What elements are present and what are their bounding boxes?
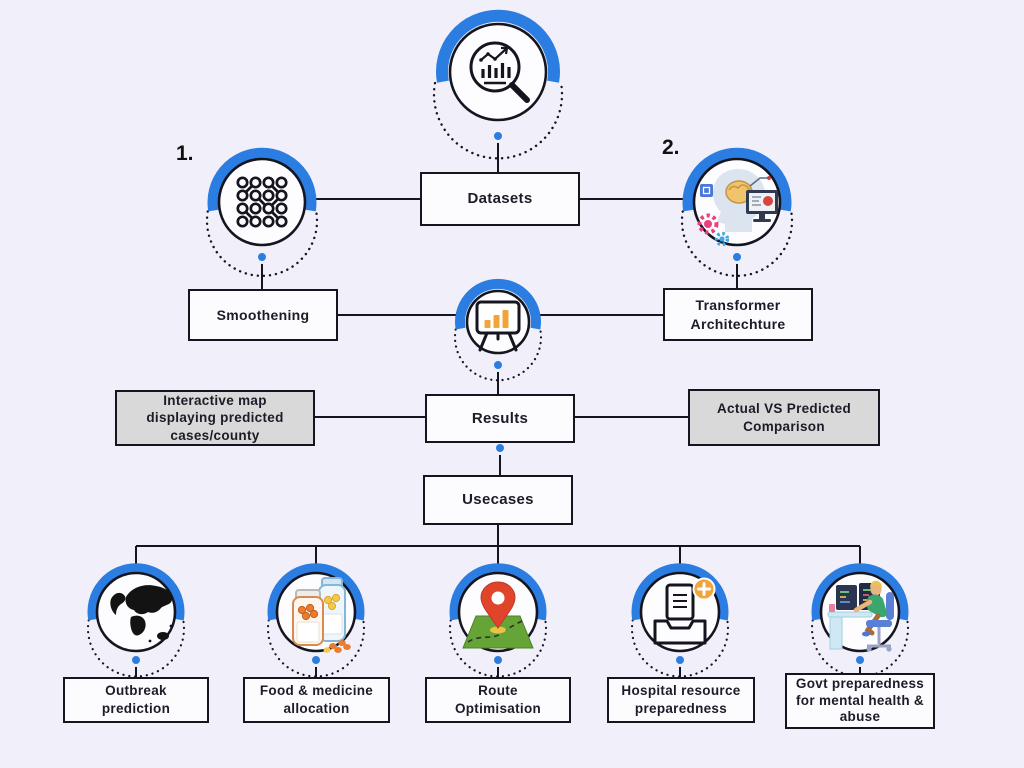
node-outbreak — [86, 563, 186, 678]
node-analytics — [432, 9, 564, 160]
node-presentation — [453, 278, 543, 382]
map-pin-icon — [462, 581, 534, 649]
ai-brain-icon — [697, 169, 778, 247]
node-hospital — [630, 563, 730, 678]
node-data-points — [205, 147, 319, 277]
badge-one: 1. — [176, 142, 194, 165]
usecase-food-box: Food & medicine allocation — [243, 677, 390, 723]
analyst-workstation-icon — [827, 580, 894, 652]
results-connector-dot — [493, 441, 507, 455]
node-ai-model — [680, 147, 794, 277]
comparison-note: Actual VS Predicted Comparison — [688, 389, 880, 446]
node-food-medicine — [266, 563, 366, 678]
node-govt — [810, 563, 910, 678]
chart-magnifier-icon — [469, 41, 530, 103]
usecases-box: Usecases — [423, 475, 573, 525]
results-box: Results — [425, 394, 575, 443]
badge-two: 2. — [662, 136, 680, 159]
datasets-box: Datasets — [420, 172, 580, 226]
usecase-hospital-box: Hospital resource preparedness — [607, 677, 755, 723]
usecase-route-box: Route Optimisation — [425, 677, 571, 723]
connected-dots-icon — [236, 176, 288, 228]
medicine-bottles-icon — [292, 577, 351, 653]
presentation-chart-icon — [475, 300, 521, 352]
node-route — [448, 563, 548, 678]
usecase-govt-box: Govt preparedness for mental health & ab… — [785, 673, 935, 729]
medical-inbox-icon — [653, 577, 716, 645]
smoothening-box: Smoothening — [188, 289, 338, 341]
interactive-map-note: Interactive map displaying predicted cas… — [115, 390, 315, 446]
world-map-icon — [110, 585, 173, 643]
usecase-outbreak-box: Outbreak prediction — [63, 677, 209, 723]
transformer-box: Transformer Architechture — [663, 288, 813, 341]
